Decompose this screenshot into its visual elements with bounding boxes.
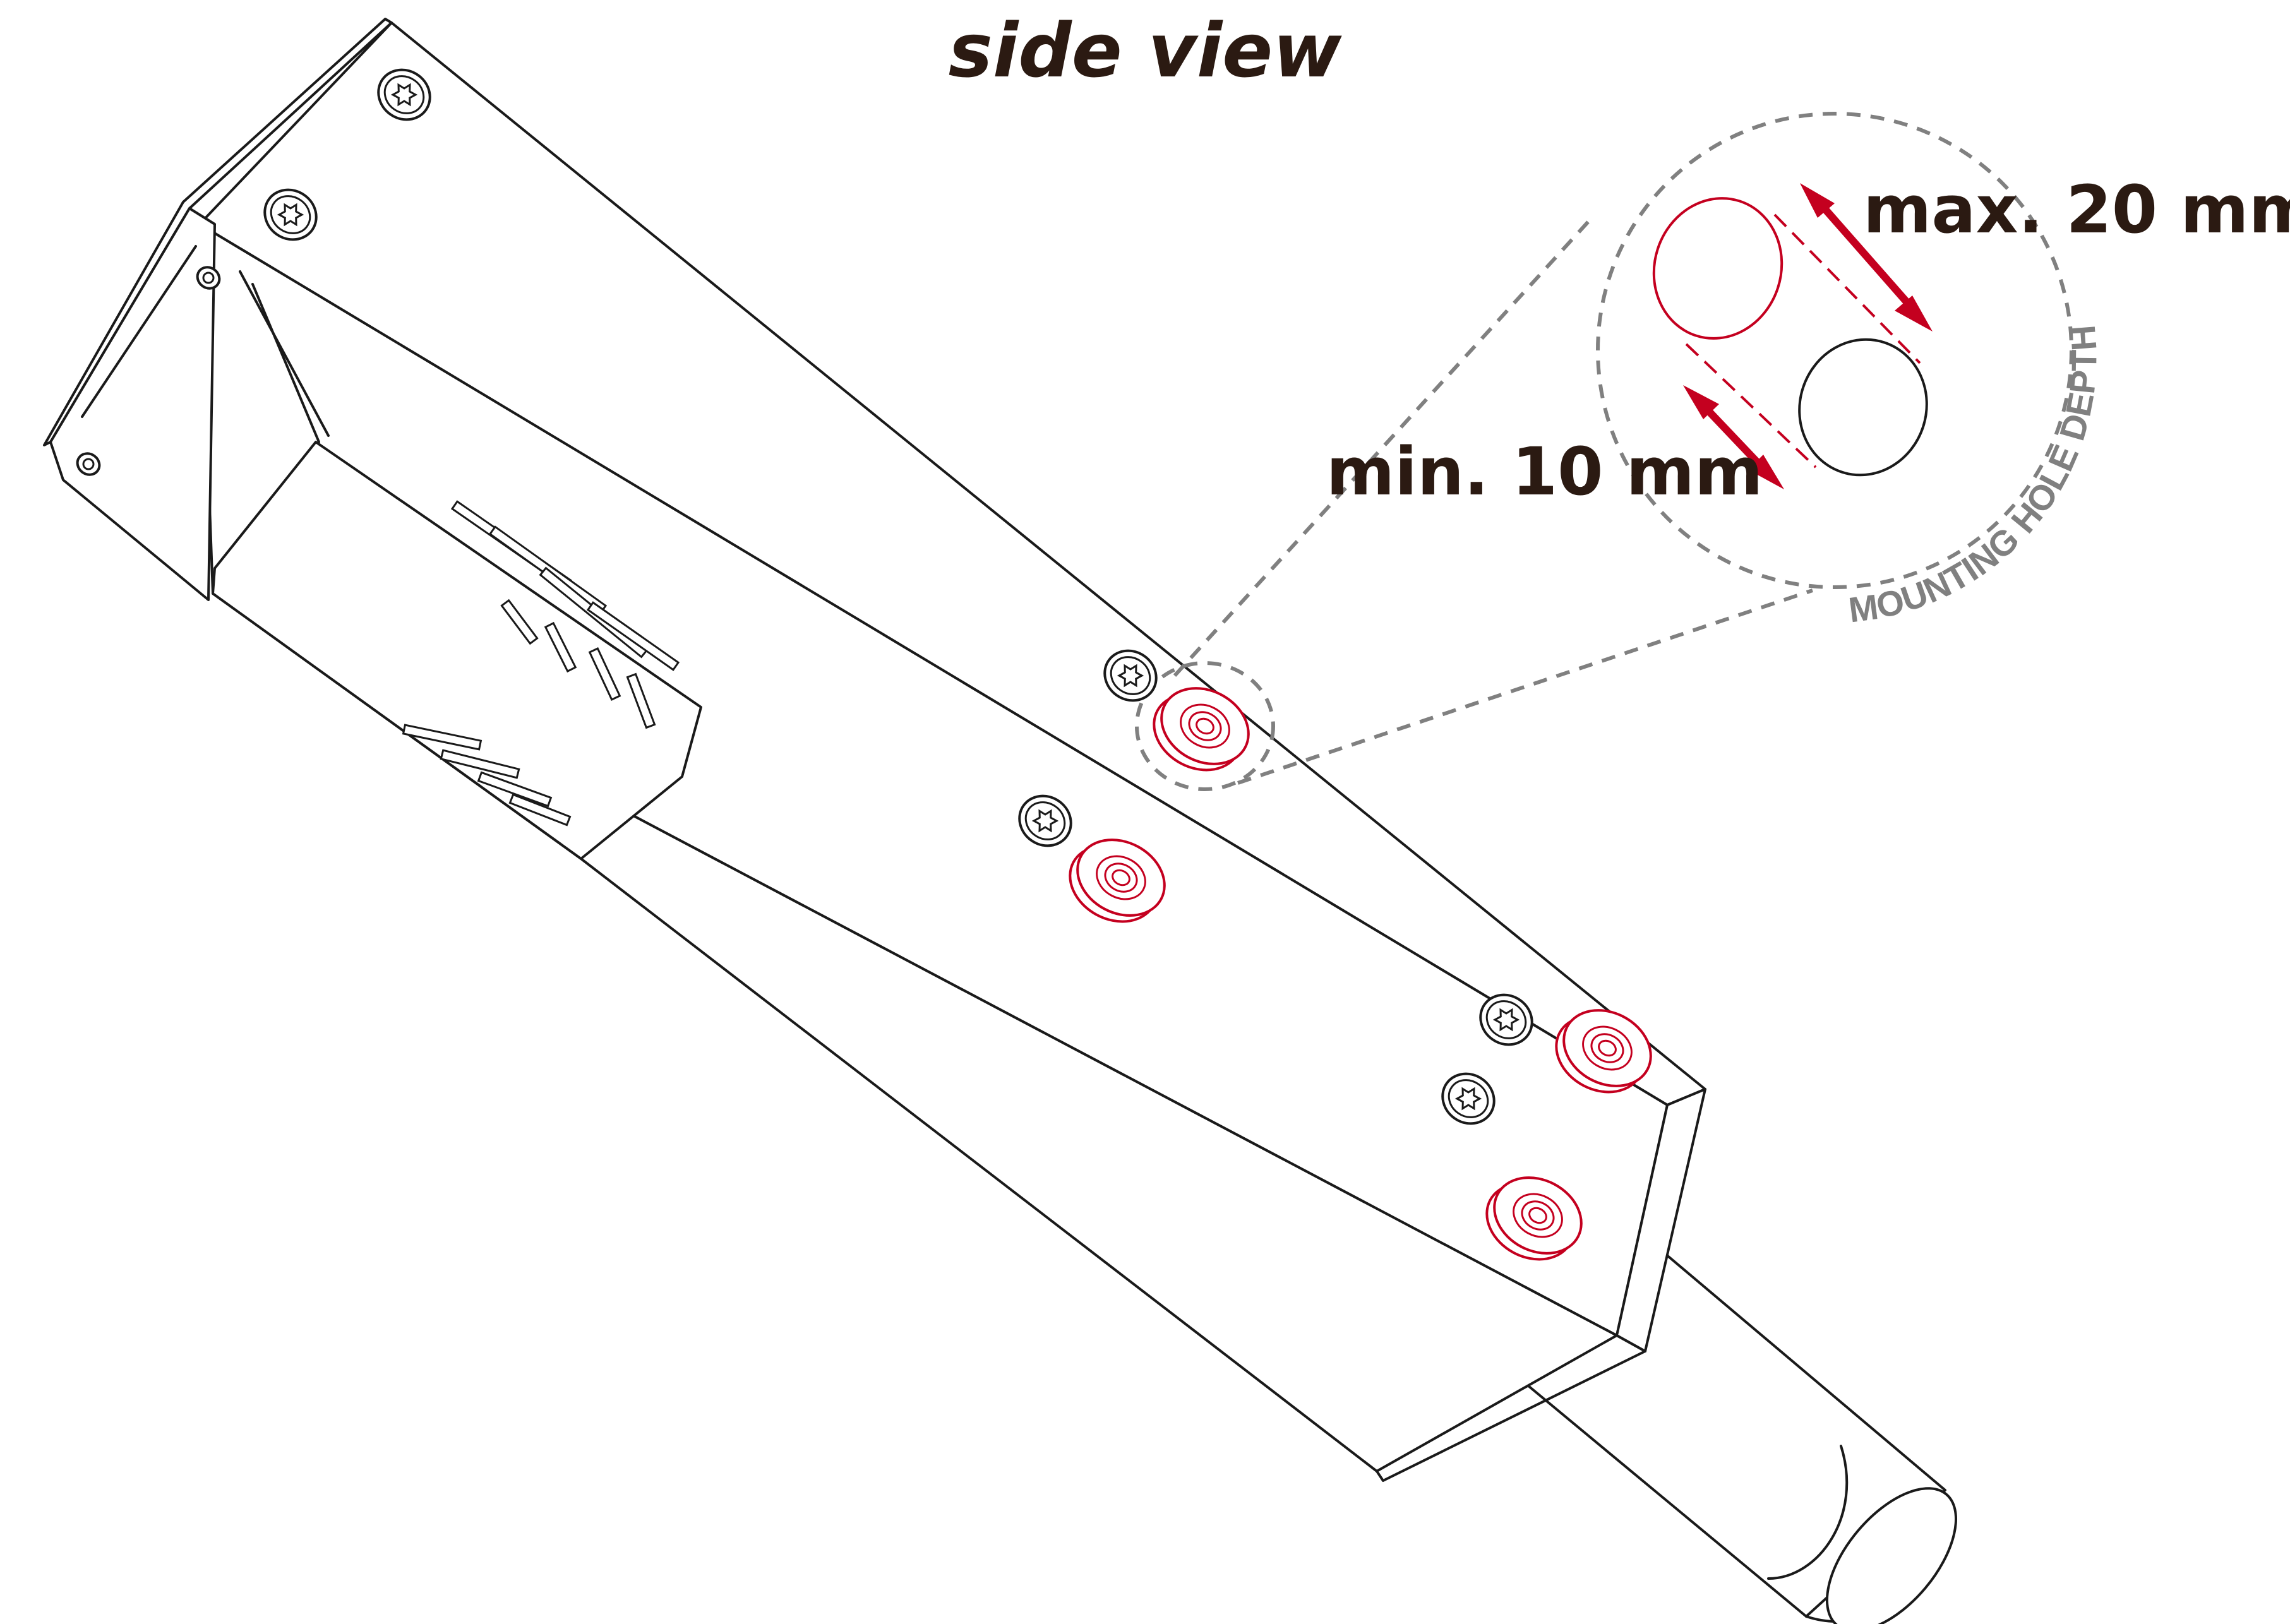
torx-screw-icon	[1103, 649, 1158, 702]
torx-screw-icon	[1479, 993, 1533, 1046]
vent-slots	[402, 500, 680, 827]
depth-detail: MOUNTING HOLE DEPTH	[1652, 183, 2104, 630]
vent-slot	[440, 749, 520, 779]
detail-source-circle	[1135, 661, 1275, 791]
vent-slot	[586, 601, 680, 671]
torx-screw-icon	[263, 188, 318, 241]
cylinder-end-cap	[1825, 1487, 1958, 1624]
max-depth-arrow	[1800, 183, 1933, 331]
leader-line-lower	[1237, 588, 1813, 785]
threaded-insert-icon	[1555, 1009, 1652, 1094]
vent-slot	[544, 621, 577, 673]
detail-magnified-circle	[1596, 112, 2073, 589]
screws	[76, 68, 1533, 1125]
threaded-insert-icon	[1485, 1176, 1583, 1261]
vent-slot	[477, 771, 553, 808]
leader-line-upper	[1173, 213, 1597, 678]
torx-screw-icon	[1018, 794, 1072, 847]
min-depth-label: min. 10 mm	[1326, 433, 1763, 510]
vent-slot	[588, 647, 621, 701]
hole-entry-outline	[1652, 197, 1783, 340]
torx-screw-icon	[1441, 1072, 1496, 1125]
vent-slot	[626, 672, 656, 729]
detail-callout	[1135, 112, 2073, 791]
min-depth-arrow	[1683, 385, 1784, 489]
mounting-holes	[1069, 687, 1652, 1261]
threaded-insert-icon	[1153, 687, 1250, 772]
mounting-hole-depth-caption: MOUNTING HOLE DEPTH	[1847, 324, 2104, 630]
torx-screw-icon	[377, 68, 431, 121]
threaded-insert-icon	[1069, 839, 1166, 923]
hole-bottom-outline	[1798, 338, 1928, 477]
vent-slot	[402, 724, 483, 751]
torx-screw-icon	[196, 266, 221, 290]
max-depth-label: max. 20 mm	[1863, 171, 2290, 248]
vent-slot	[500, 599, 539, 645]
diagram-title: side view	[948, 7, 1342, 94]
cylinder-tube	[1508, 1249, 1958, 1624]
vent-slot	[508, 793, 572, 827]
torx-screw-icon	[76, 452, 101, 476]
vent-cover-plate	[212, 441, 702, 860]
